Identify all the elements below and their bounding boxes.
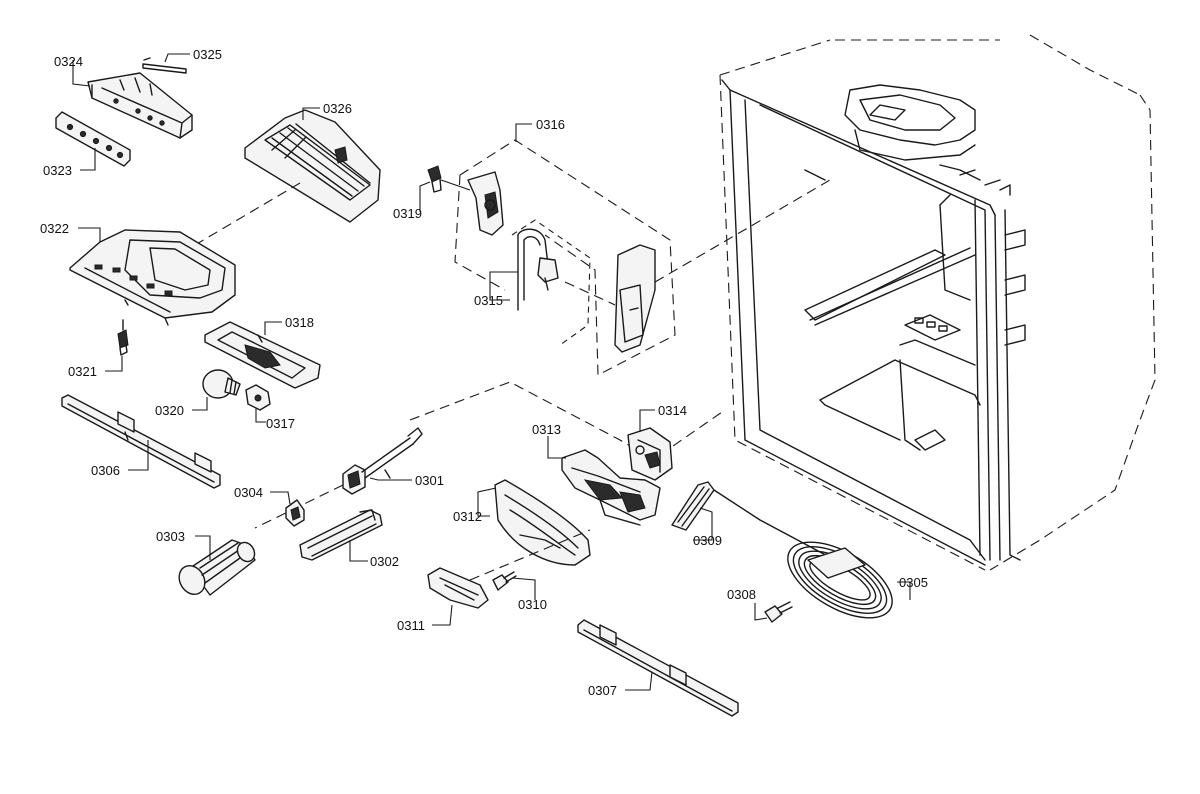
part-0301 [254,427,423,529]
part-0314 [627,427,673,481]
part-0318 [204,321,321,389]
callout-0308: 0308 [727,587,756,602]
callout-0304: 0304 [234,485,263,500]
callout-labels: 0324 0325 0326 0323 0316 0319 0322 0315 … [40,47,928,698]
callout-0319: 0319 [393,206,422,221]
part-0306 [61,394,221,489]
callout-0321: 0321 [68,364,97,379]
callout-0316: 0316 [536,117,565,132]
callout-0326: 0326 [323,101,352,116]
part-0312 [494,479,591,566]
callout-0318: 0318 [285,315,314,330]
callout-0325: 0325 [193,47,222,62]
part-0303 [178,539,256,596]
part-0321 [117,319,129,356]
callout-0323: 0323 [43,163,72,178]
callout-0303: 0303 [156,529,185,544]
callout-0317: 0317 [266,416,295,431]
callout-0314: 0314 [658,403,687,418]
part-0302 [299,509,383,561]
callout-0309: 0309 [693,533,722,548]
part-0307 [577,619,739,717]
part-0323 [55,111,131,167]
part-0310 [492,571,517,591]
part-0324 [87,72,193,139]
callout-0307: 0307 [588,683,617,698]
callout-0322: 0322 [40,221,69,236]
part-0313 [561,449,661,526]
callout-0301: 0301 [415,473,444,488]
callout-0313: 0313 [532,422,561,437]
part-0311 [427,529,591,609]
leader-lines [72,53,911,691]
callout-0302: 0302 [370,554,399,569]
part-0320 [202,369,241,399]
part-0304 [285,499,305,527]
callout-0306: 0306 [91,463,120,478]
part-0325 [142,57,187,74]
cabinet [719,34,1156,571]
callout-0311: 0311 [397,618,425,633]
callout-0305: 0305 [899,575,928,590]
callout-0324: 0324 [54,54,83,69]
part-0322 [69,229,236,326]
callout-0315: 0315 [474,293,503,308]
callout-0310: 0310 [518,597,547,612]
callout-0312: 0312 [453,509,482,524]
part-0326 [194,109,381,246]
dispenser-housing-group [427,139,831,376]
part-0317 [245,384,271,411]
callout-0320: 0320 [155,403,184,418]
part-0308 [764,601,793,623]
part-0305 [787,541,893,619]
